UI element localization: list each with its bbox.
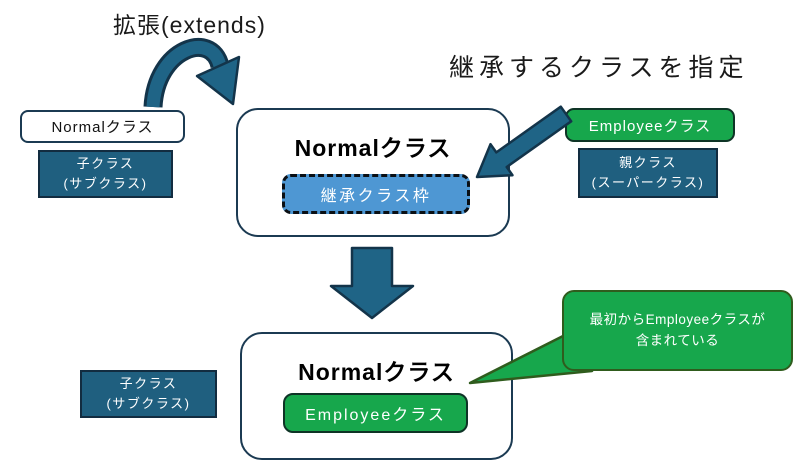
container-bottom-title: Normalクラス [298, 359, 455, 385]
child-class-tag-bottom: 子クラス (サブクラス) [80, 370, 217, 418]
container-top-title: Normalクラス [294, 135, 452, 161]
callout-line1: 最初からEmployeeクラスが [589, 311, 766, 327]
transform-down-arrow-icon [329, 246, 415, 320]
employee-class-chip: Employeeクラス [565, 108, 735, 142]
parent-class-tag: 親クラス (スーパークラス) [578, 148, 718, 198]
extends-label: 拡張(extends) [113, 12, 266, 38]
callout-bubble: 最初からEmployeeクラスが 含まれている [562, 290, 793, 371]
normal-class-chip: Normalクラス [20, 110, 185, 143]
employee-class-inner-box: Employeeクラス [283, 393, 468, 433]
specify-class-label: 継承するクラスを指定 [449, 54, 749, 82]
child-class-line1: 子クラス [76, 155, 135, 171]
child-class-tag-top: 子クラス (サブクラス) [38, 150, 173, 198]
parent-class-line1: 親クラス [619, 154, 677, 170]
child-class-bottom-line2: (サブクラス) [106, 396, 191, 411]
child-class-line2: (サブクラス) [63, 176, 148, 191]
child-class-bottom-line1: 子クラス [119, 375, 178, 391]
callout-line2: 含まれている [635, 332, 720, 348]
normal-class-container-bottom: Normalクラス Employeeクラス [240, 332, 513, 460]
normal-class-container-top: Normalクラス 継承クラス枠 [236, 108, 510, 237]
inherit-class-slot: 継承クラス枠 [282, 174, 470, 214]
parent-class-line2: (スーパークラス) [591, 175, 705, 190]
curved-extends-arrow-icon [143, 38, 241, 108]
